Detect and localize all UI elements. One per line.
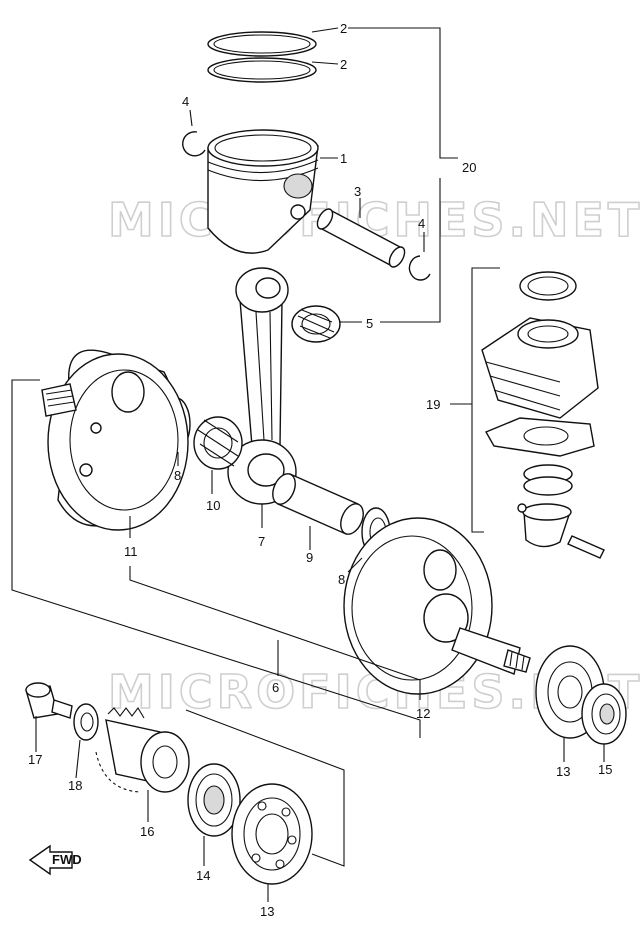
callout-circlip-left: 4	[182, 94, 189, 109]
circlip-left[interactable]	[182, 131, 206, 157]
callout-bearing-right: 13	[556, 764, 570, 779]
callout-gear-nut: 17	[28, 752, 42, 767]
callout-piston-pin: 3	[354, 184, 361, 199]
callout-piston: 1	[340, 151, 347, 166]
callout-primary-drive-gear: 16	[140, 824, 154, 839]
cylinder-reference[interactable]	[481, 271, 605, 559]
callout-big-end-bearing: 10	[206, 498, 220, 513]
oil-seal-right[interactable]	[581, 683, 627, 745]
primary-drive-gear[interactable]	[95, 707, 190, 793]
oil-seal-left[interactable]	[187, 763, 241, 837]
small-end-bearing[interactable]	[291, 305, 341, 343]
callout-cylinder-ref: 19	[426, 397, 440, 412]
connecting-rod[interactable]	[227, 267, 297, 505]
callout-oil-seal-left: 14	[196, 868, 210, 883]
callout-crankshaft-assy: 6	[272, 680, 279, 695]
callout-connecting-rod: 7	[258, 534, 265, 549]
callout-piston-set: 20	[462, 160, 476, 175]
piston-pin[interactable]	[314, 206, 407, 269]
callout-ring-top: 2	[340, 21, 347, 36]
callout-circlip-right: 4	[418, 216, 425, 231]
callout-thrust-washer-right: 8	[338, 572, 345, 587]
callout-bearing-left: 13	[260, 904, 274, 919]
piston[interactable]	[207, 129, 319, 254]
callout-thrust-washer-left: 8	[174, 468, 181, 483]
leader-lines	[11, 27, 605, 902]
callout-crank-pin: 9	[306, 550, 313, 565]
big-end-bearing[interactable]	[193, 416, 243, 470]
callout-crank-half-left: 11	[124, 544, 138, 559]
piston-ring-second[interactable]	[207, 57, 317, 83]
washer[interactable]	[73, 703, 99, 741]
callout-ring-second: 2	[340, 57, 347, 72]
gear-nut[interactable]	[25, 682, 73, 719]
crank-pin[interactable]	[268, 470, 367, 537]
callout-small-end-bearing: 5	[366, 316, 373, 331]
forward-arrow-icon	[28, 844, 73, 876]
bearing-left[interactable]	[231, 783, 313, 885]
circlip-right[interactable]	[408, 255, 431, 281]
callout-crank-half-right: 12	[416, 706, 430, 721]
callout-washer: 18	[68, 778, 82, 793]
crank-half-left[interactable]	[41, 349, 189, 531]
crank-half-right[interactable]	[343, 517, 531, 695]
piston-ring-top[interactable]	[207, 31, 317, 57]
forward-label: FWD	[52, 852, 82, 867]
callout-oil-seal-right: 15	[598, 762, 612, 777]
